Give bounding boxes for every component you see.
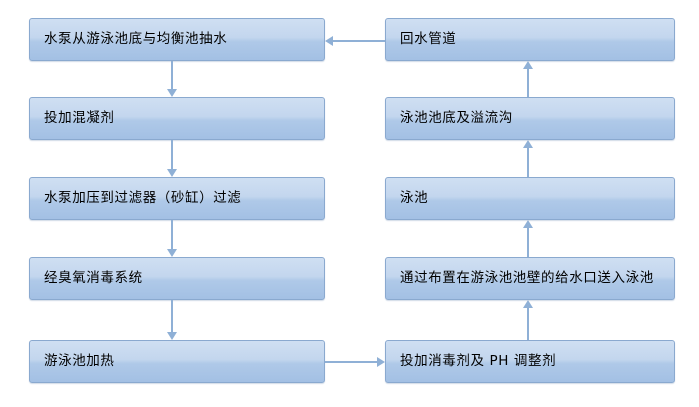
flow-node-label: 泳池池底及溢流沟 (400, 110, 513, 127)
flow-node-label: 投加消毒剂及 PH 调整剂 (400, 353, 557, 370)
arrow-up-icon (523, 61, 533, 69)
flow-node-label: 泳池 (400, 190, 429, 207)
connector-line (527, 69, 529, 97)
connector-line (171, 140, 173, 169)
flow-node-r3[interactable]: 泳池 (385, 177, 675, 220)
flow-node-label: 游泳池加热 (44, 353, 115, 370)
arrow-up-icon (523, 220, 533, 228)
flow-node-label: 回水管道 (400, 31, 457, 48)
arrow-up-icon (523, 300, 533, 308)
arrow-right-icon (377, 357, 385, 367)
flow-node-r5[interactable]: 投加消毒剂及 PH 调整剂 (385, 340, 675, 383)
connector-line (325, 361, 377, 363)
flow-node-label: 经臭氧消毒系统 (44, 270, 143, 287)
connector-line (527, 228, 529, 257)
flow-node-l2[interactable]: 投加混凝剂 (29, 97, 325, 140)
flow-node-l5[interactable]: 游泳池加热 (29, 340, 325, 383)
flow-node-r4[interactable]: 通过布置在游泳池池壁的给水口送入泳池 (385, 257, 675, 300)
connector-line (171, 300, 173, 332)
flow-node-label: 投加混凝剂 (44, 110, 115, 127)
flow-node-label: 通过布置在游泳池池壁的给水口送入泳池 (400, 270, 654, 287)
connector-line (171, 61, 173, 90)
connector-line (333, 40, 385, 42)
arrow-down-icon (167, 332, 177, 340)
arrow-down-icon (167, 89, 177, 97)
connector-line (527, 308, 529, 340)
flow-node-l4[interactable]: 经臭氧消毒系统 (29, 257, 325, 300)
connector-line (171, 220, 173, 249)
arrow-down-icon (167, 169, 177, 177)
flow-node-label: 水泵从游泳池底与均衡池抽水 (44, 31, 228, 48)
flow-node-r2[interactable]: 泳池池底及溢流沟 (385, 97, 675, 140)
flow-node-l1[interactable]: 水泵从游泳池底与均衡池抽水 (29, 18, 325, 61)
arrow-left-icon (325, 36, 333, 46)
flow-node-r1[interactable]: 回水管道 (385, 18, 675, 61)
arrow-up-icon (523, 140, 533, 148)
flow-node-label: 水泵加压到过滤器（砂缸）过滤 (44, 190, 242, 207)
flow-node-l3[interactable]: 水泵加压到过滤器（砂缸）过滤 (29, 177, 325, 220)
arrow-down-icon (167, 249, 177, 257)
connector-line (527, 148, 529, 177)
